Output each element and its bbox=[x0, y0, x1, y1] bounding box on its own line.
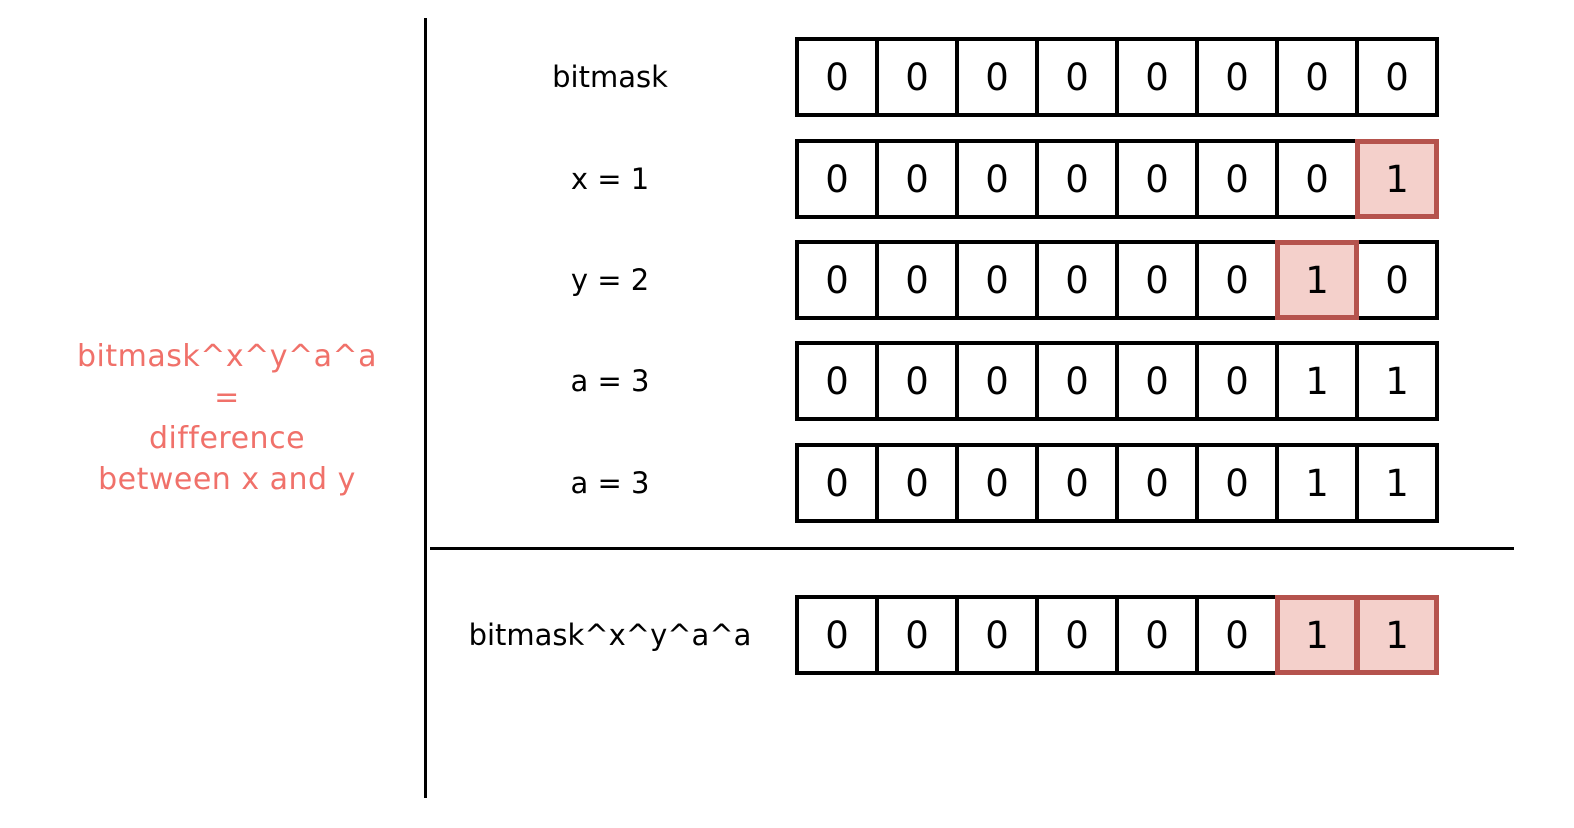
annotation-line-expression: bitmask^x^y^a^a bbox=[32, 336, 422, 377]
bit-cell: 0 bbox=[955, 595, 1039, 675]
row-label-x: x = 1 bbox=[427, 139, 793, 219]
bit-cell: 0 bbox=[795, 341, 879, 421]
bit-cell: 0 bbox=[1275, 139, 1359, 219]
bit-row-result: 0 0 0 0 0 0 1 1 bbox=[795, 595, 1439, 675]
bit-cell: 0 bbox=[875, 37, 959, 117]
bit-cell: 0 bbox=[1195, 240, 1279, 320]
bit-cell: 0 bbox=[1115, 443, 1199, 523]
bit-cell: 0 bbox=[795, 240, 879, 320]
bit-cell: 0 bbox=[875, 341, 959, 421]
bit-cell: 0 bbox=[1195, 595, 1279, 675]
bit-cell: 0 bbox=[795, 595, 879, 675]
annotation-line-difference: difference bbox=[32, 418, 422, 459]
bit-cell: 0 bbox=[1035, 595, 1119, 675]
bit-cell: 0 bbox=[1035, 37, 1119, 117]
bit-row-bitmask: 0 0 0 0 0 0 0 0 bbox=[795, 37, 1439, 117]
row-label-bitmask: bitmask bbox=[427, 37, 793, 117]
row-label-y: y = 2 bbox=[427, 240, 793, 320]
bit-cell: 0 bbox=[955, 443, 1039, 523]
bit-cell: 0 bbox=[795, 37, 879, 117]
annotation-line-between: between x and y bbox=[32, 459, 422, 500]
bit-row-a2: 0 0 0 0 0 0 1 1 bbox=[795, 443, 1439, 523]
bit-cell: 0 bbox=[1275, 37, 1359, 117]
bit-cell: 0 bbox=[1115, 341, 1199, 421]
annotation-line-equals: = bbox=[32, 377, 422, 418]
bit-cell-highlighted: 1 bbox=[1355, 595, 1439, 675]
bit-cell: 0 bbox=[1115, 595, 1199, 675]
bit-cell: 0 bbox=[1035, 443, 1119, 523]
bit-cell: 0 bbox=[1035, 139, 1119, 219]
bit-cell: 0 bbox=[1355, 240, 1439, 320]
bit-cell: 1 bbox=[1355, 443, 1439, 523]
bit-cell: 0 bbox=[1195, 37, 1279, 117]
annotation-note: bitmask^x^y^a^a = difference between x a… bbox=[32, 336, 422, 500]
bit-cell: 0 bbox=[875, 595, 959, 675]
bit-cell: 0 bbox=[1195, 341, 1279, 421]
bit-cell: 0 bbox=[795, 139, 879, 219]
bit-cell: 0 bbox=[955, 37, 1039, 117]
bit-cell: 0 bbox=[1115, 139, 1199, 219]
bit-cell: 0 bbox=[1115, 37, 1199, 117]
bit-row-y: 0 0 0 0 0 0 1 0 bbox=[795, 240, 1439, 320]
bit-cell-highlighted: 1 bbox=[1275, 240, 1359, 320]
bit-cell: 0 bbox=[1195, 139, 1279, 219]
bit-row-a1: 0 0 0 0 0 0 1 1 bbox=[795, 341, 1439, 421]
row-label-result: bitmask^x^y^a^a bbox=[427, 595, 793, 675]
bit-cell: 0 bbox=[875, 240, 959, 320]
bit-cell: 0 bbox=[1355, 37, 1439, 117]
bit-cell: 0 bbox=[1115, 240, 1199, 320]
bit-cell: 0 bbox=[955, 240, 1039, 320]
bit-cell: 0 bbox=[875, 139, 959, 219]
row-label-a2: a = 3 bbox=[427, 443, 793, 523]
horizontal-divider bbox=[430, 547, 1514, 550]
bit-cell: 0 bbox=[1035, 240, 1119, 320]
row-label-a1: a = 3 bbox=[427, 341, 793, 421]
bit-cell-highlighted: 1 bbox=[1275, 595, 1359, 675]
bit-row-x: 0 0 0 0 0 0 0 1 bbox=[795, 139, 1439, 219]
bit-cell: 0 bbox=[795, 443, 879, 523]
bit-cell: 0 bbox=[955, 139, 1039, 219]
bit-cell: 0 bbox=[1035, 341, 1119, 421]
bit-cell: 0 bbox=[875, 443, 959, 523]
bit-cell: 1 bbox=[1275, 443, 1359, 523]
bit-cell: 1 bbox=[1355, 341, 1439, 421]
bit-cell: 0 bbox=[955, 341, 1039, 421]
bit-cell-highlighted: 1 bbox=[1355, 139, 1439, 219]
bit-cell: 1 bbox=[1275, 341, 1359, 421]
bit-cell: 0 bbox=[1195, 443, 1279, 523]
